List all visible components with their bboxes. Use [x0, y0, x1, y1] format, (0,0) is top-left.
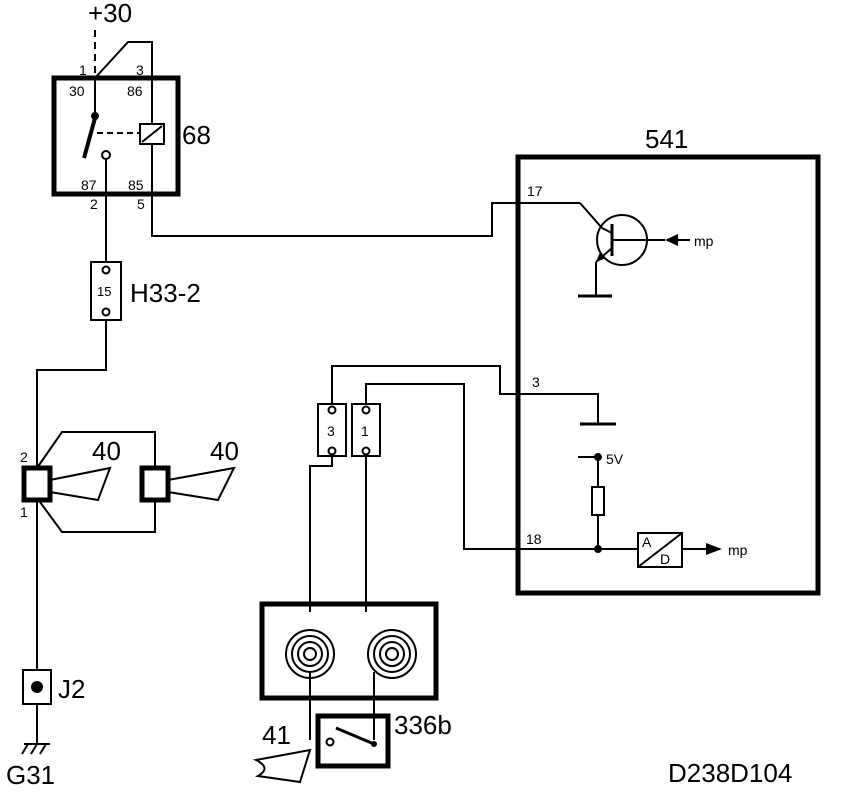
ground-name: G31	[6, 760, 55, 790]
horn-pin-bottom: 1	[20, 504, 28, 520]
wire-horn-parallel-bottom	[36, 497, 156, 533]
horn-right-trumpet	[167, 466, 236, 502]
relay-contact-87	[101, 150, 111, 160]
clockspring-spiral-right	[367, 629, 417, 679]
horn-left-body	[21, 465, 53, 503]
wire-relay85-to-ecu17	[151, 194, 580, 237]
relay-pin3-loop	[94, 41, 153, 79]
ecu-pin-17: 17	[527, 183, 543, 199]
relay-connector-3: 3	[136, 62, 144, 78]
relay-connector-1: 1	[79, 62, 87, 78]
transistor-input-arrow	[665, 234, 678, 246]
horn-switch-name: 336b	[394, 710, 452, 740]
fuse-h33-2	[90, 261, 122, 321]
horn-left-trumpet	[49, 466, 112, 502]
ecu-pin-3: 3	[532, 374, 540, 390]
adc-diagonal	[637, 532, 683, 568]
wire-ecu3-to-conn3	[331, 365, 599, 424]
relay-contact-blade	[82, 117, 97, 159]
clockspring-housing	[259, 601, 439, 701]
relay-connector-2: 2	[90, 196, 98, 212]
supply-label: +30	[88, 0, 132, 28]
fuse-terminal-top	[101, 265, 111, 275]
ecu-pin-18: 18	[526, 531, 542, 547]
document-code: D238D104	[668, 758, 792, 788]
relay-name: 68	[182, 120, 211, 150]
ecu-adc-circuit	[578, 453, 722, 568]
clockspring-connector	[317, 403, 381, 457]
relay-connector-5: 5	[137, 196, 145, 212]
connector-pin1-box	[351, 403, 381, 457]
horn-right-label: 40	[210, 436, 239, 466]
horn-left	[21, 465, 112, 503]
horn-left-label: 40	[92, 436, 121, 466]
fuse-number: 15	[97, 284, 111, 299]
horn-pin-top: 2	[20, 449, 28, 465]
wires	[36, 194, 599, 744]
horn-pad-label: 41	[262, 720, 291, 750]
wire-conn3-to-spiral	[309, 456, 333, 612]
relay-housing	[51, 75, 181, 197]
splice-j2-dot	[31, 681, 43, 693]
adc-d: D	[660, 551, 670, 567]
connector-pin3-box	[317, 403, 347, 457]
adc-output-arrow	[706, 543, 722, 555]
wire-fuse-to-horns	[36, 320, 107, 468]
ecu-541-box	[515, 154, 821, 596]
horn-switch-contact	[325, 737, 335, 747]
fuse-name: H33-2	[130, 278, 201, 308]
connector-pin-3: 3	[327, 423, 335, 439]
ecu-voltage: 5V	[606, 451, 624, 467]
relay-pin-87: 87	[81, 177, 97, 193]
relay-68	[51, 30, 181, 197]
fuse-terminal-bottom	[101, 307, 111, 317]
splice-j2-box	[22, 669, 52, 705]
ecu-name: 541	[645, 124, 688, 154]
relay-pin-30: 30	[69, 83, 85, 99]
ecu-transistor	[578, 202, 690, 298]
horn-switch-box	[315, 713, 391, 769]
adc-a: A	[642, 534, 652, 550]
splice-name: J2	[58, 674, 85, 704]
relay-coil-slash	[141, 125, 163, 143]
ground-symbol	[21, 743, 50, 755]
relay-contact-pivot	[91, 112, 99, 120]
horn-right	[139, 465, 236, 503]
horn-pad-icon	[252, 748, 312, 784]
transistor-emitter-arrow	[596, 252, 606, 262]
ecu-output-2: mp	[728, 542, 748, 558]
wire-horn-parallel-top	[36, 431, 156, 469]
horn-switch-lever	[335, 726, 375, 746]
clockspring-spiral-left	[285, 629, 335, 679]
horn-right-body	[139, 465, 171, 503]
connector-pin-1: 1	[361, 423, 369, 439]
fuse-body	[90, 261, 122, 321]
relay-pin-85: 85	[128, 177, 144, 193]
relay-pin-86: 86	[127, 83, 143, 99]
ecu-output-1: mp	[694, 233, 714, 249]
pullup-resistor	[591, 486, 605, 516]
wire-ecu18-to-conn1	[365, 383, 598, 550]
